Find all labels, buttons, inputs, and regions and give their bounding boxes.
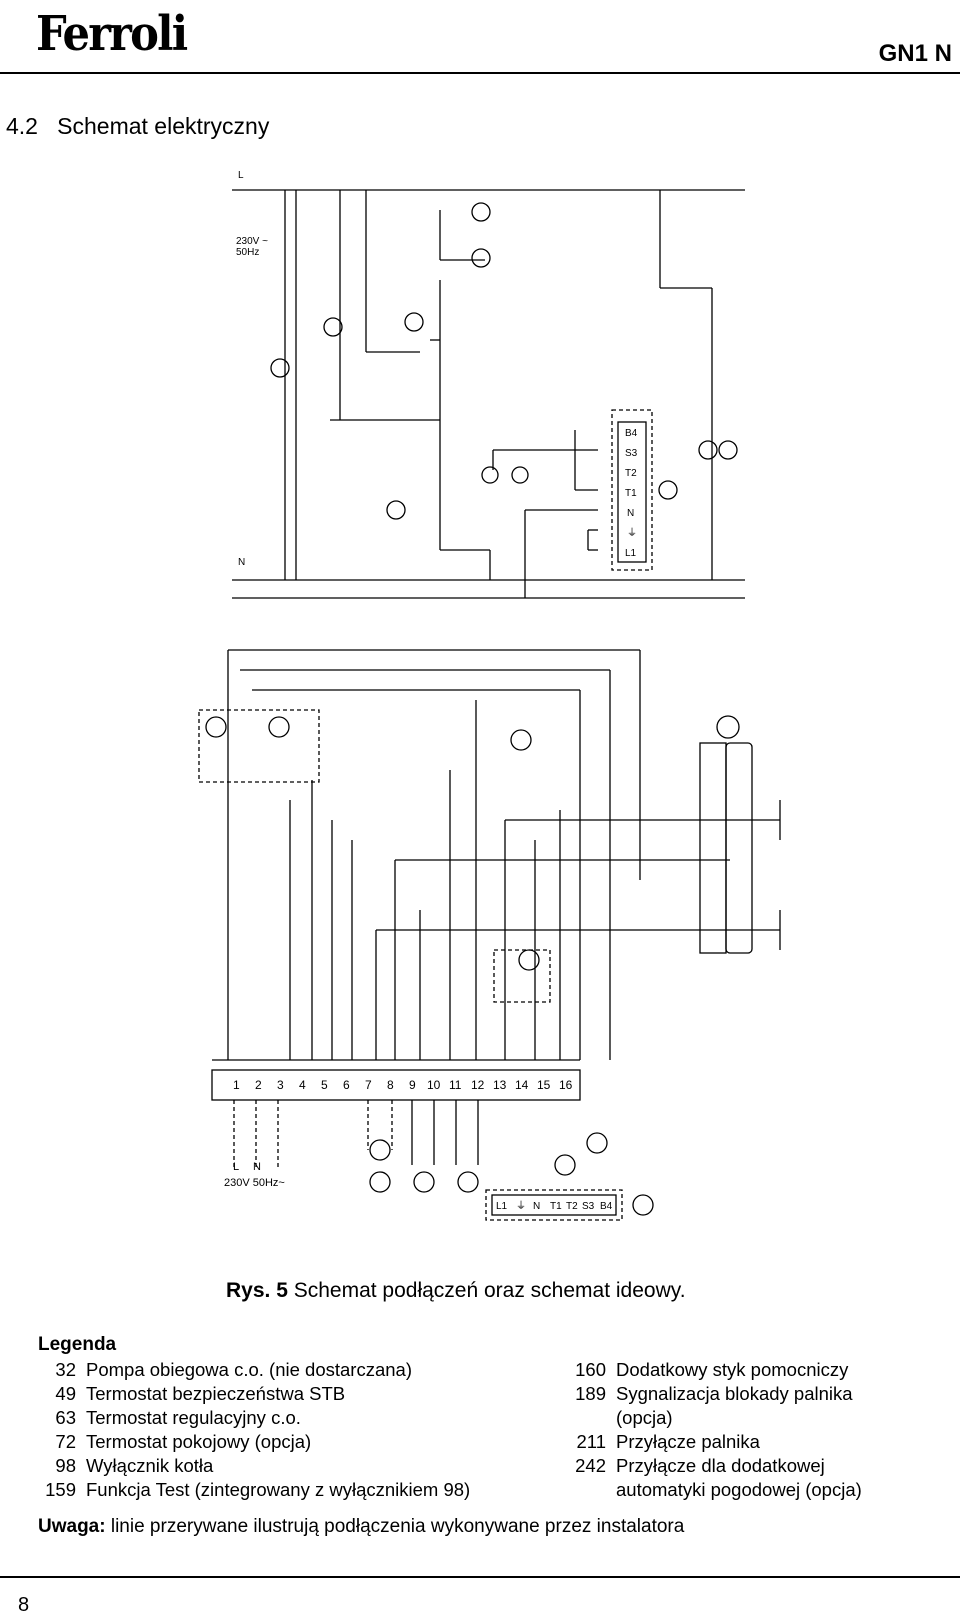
conn211b-l1: L1 — [496, 1201, 508, 1212]
terminal-9: 9 — [409, 1078, 416, 1092]
conn211-b4: B4 — [625, 428, 638, 439]
header-rule — [0, 72, 960, 74]
conn211-t1: T1 — [625, 488, 637, 499]
conn211-l1: L1 — [625, 548, 637, 559]
conn211b-s3: S3 — [582, 1201, 595, 1212]
conn211-s3: S3 — [625, 448, 638, 459]
conn211-n: N — [627, 508, 634, 519]
supply-label-bottom: 230V 50Hz~ — [224, 1177, 285, 1189]
conn211b-t2: T2 — [566, 1201, 578, 1212]
footer-rule — [0, 1576, 960, 1578]
terminal-13: 13 — [493, 1078, 507, 1092]
terminal-14: 14 — [515, 1078, 529, 1092]
schematic-lower: 1 2 3 4 5 6 7 8 9 10 11 12 13 14 15 16 — [198, 649, 781, 1221]
page-number: 8 — [18, 1594, 30, 1616]
label-N: N — [238, 557, 245, 568]
terminal-2: 2 — [255, 1078, 262, 1092]
caption-text: Schemat podłączeń oraz schemat ideowy. — [293, 1279, 686, 1302]
figure-caption: Rys. 5 Schemat podłączeń oraz schemat id… — [226, 1279, 686, 1303]
svg-text:50Hz: 50Hz — [236, 247, 259, 258]
conn211-ground: ⏚ — [627, 527, 637, 539]
legend-item: (opcja) — [616, 1407, 673, 1428]
svg-text:N: N — [253, 1161, 261, 1173]
schematic-upper: L B4 S3 T2 T1 N — [232, 170, 745, 599]
model-name: GN1 N — [878, 40, 952, 67]
legend-item: automatyki pogodowej (opcja) — [616, 1479, 862, 1500]
conn211b-ground: ⏚ — [516, 1200, 526, 1212]
supply-label: 230V ~ — [236, 236, 268, 247]
label-L: L — [238, 170, 244, 181]
terminal-6: 6 — [343, 1078, 350, 1092]
terminal-16: 16 — [559, 1078, 573, 1092]
svg-text:L: L — [233, 1161, 239, 1173]
section-number: 4.2 — [6, 113, 38, 139]
note-text: linie przerywane ilustrują podłączenia w… — [110, 1516, 685, 1537]
section-heading: 4.2 Schemat elektryczny — [6, 113, 269, 140]
installer-note: Uwaga: linie przerywane ilustrują podłąc… — [38, 1516, 684, 1538]
conn211b-n: N — [533, 1201, 540, 1212]
terminal-15: 15 — [537, 1078, 551, 1092]
terminal-5: 5 — [321, 1078, 328, 1092]
ferroli-logo: Ferroli — [36, 6, 188, 62]
terminal-12: 12 — [471, 1078, 485, 1092]
wiring-diagram: L B4 S3 T2 T1 N — [198, 170, 781, 1221]
terminal-1: 1 — [233, 1078, 240, 1092]
caption-prefix: Rys. 5 — [226, 1279, 288, 1302]
section-title: Schemat elektryczny — [57, 113, 270, 139]
terminal-4: 4 — [299, 1078, 306, 1092]
conn211b-b4: B4 — [600, 1201, 613, 1212]
conn211-t2: T2 — [625, 468, 637, 479]
terminal-block: 1 2 3 4 5 6 7 8 9 10 11 12 13 14 15 16 — [233, 1078, 573, 1092]
terminal-3: 3 — [277, 1078, 284, 1092]
terminal-10: 10 — [427, 1078, 441, 1092]
terminal-8: 8 — [387, 1078, 394, 1092]
note-label: Uwaga: — [38, 1516, 106, 1537]
legend-title: Legenda — [38, 1334, 117, 1355]
terminal-11: 11 — [449, 1078, 462, 1092]
conn211b-t1: T1 — [550, 1201, 562, 1212]
terminal-7: 7 — [365, 1078, 372, 1092]
